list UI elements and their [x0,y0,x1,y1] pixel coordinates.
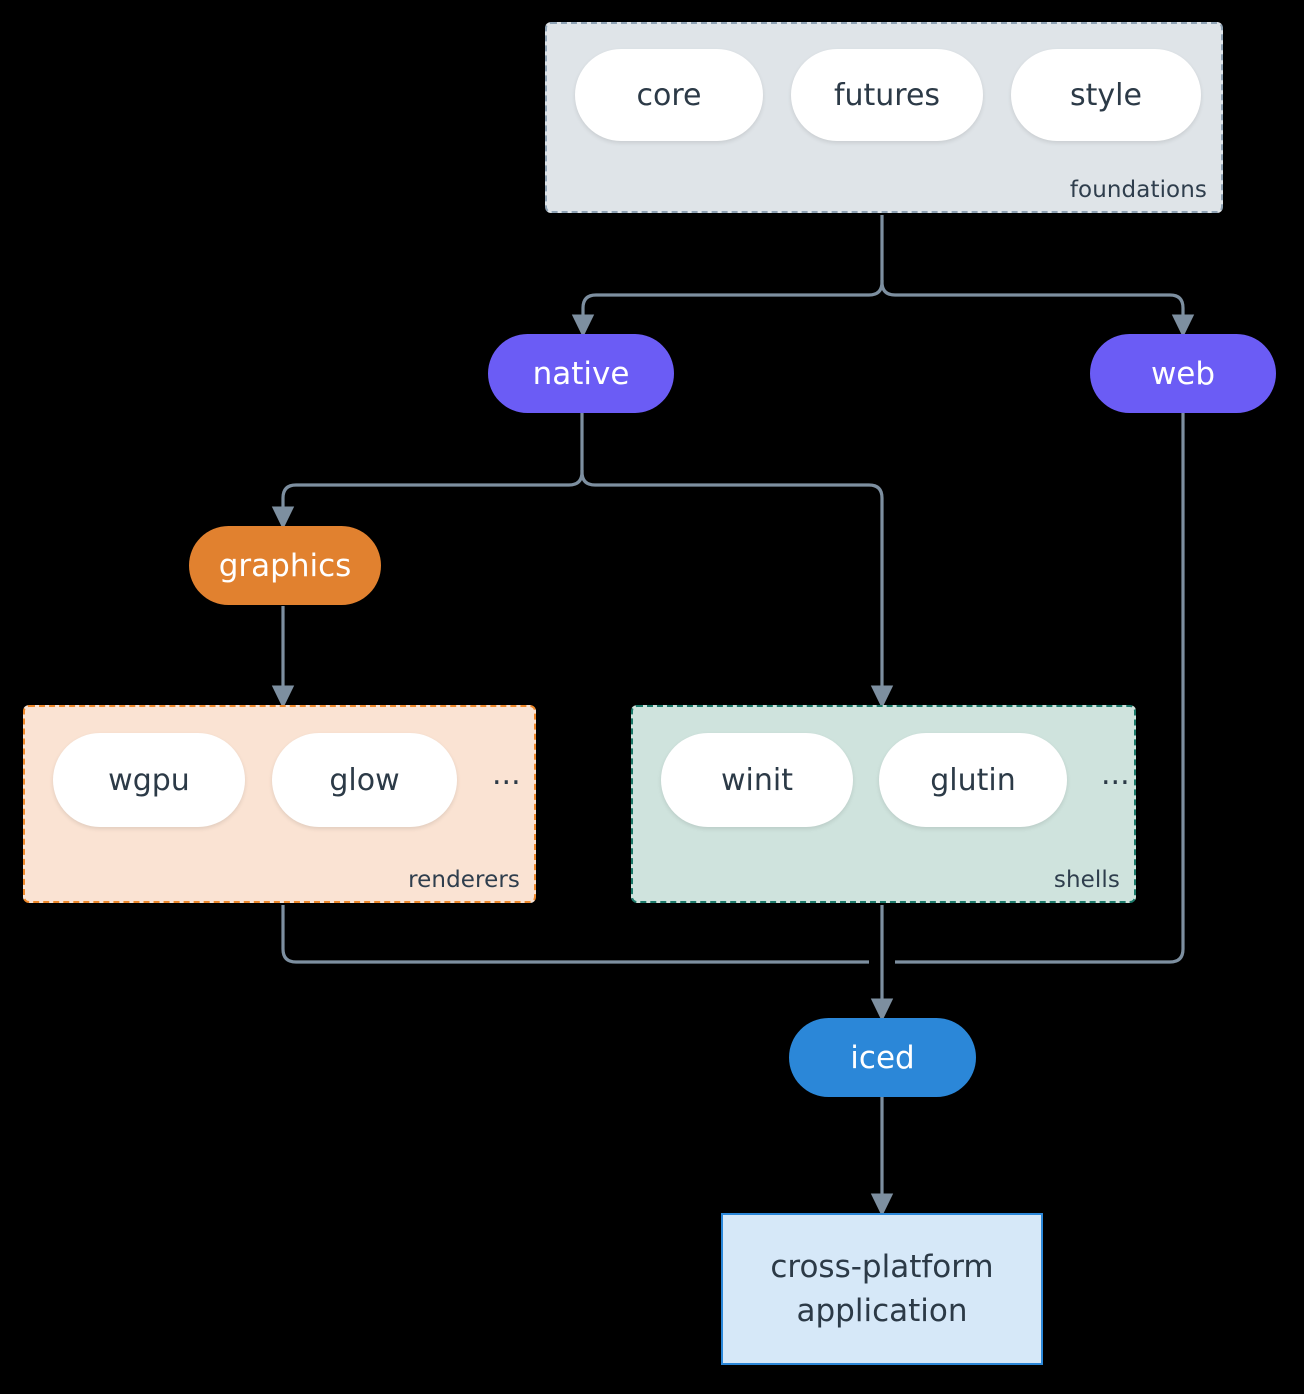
group-foundations: core futures style foundations [545,22,1223,213]
group-foundations-items: core futures style [575,49,1201,141]
group-shells: winit glutin ... shells [631,705,1136,903]
chip-core[interactable]: core [575,49,763,141]
edge-foundations-web [880,280,1195,338]
group-label-shells: shells [1053,867,1120,893]
chip-futures[interactable]: futures [791,49,983,141]
chip-wgpu[interactable]: wgpu [53,733,245,827]
edge-native-shells [580,470,894,709]
group-shells-items: winit glutin ... [661,733,1130,827]
group-renderers: wgpu glow ... renderers [23,705,536,903]
group-label-renderers: renderers [408,867,520,893]
edge-foundations-native [571,280,884,338]
node-graphics[interactable]: graphics [189,526,381,605]
chip-glow[interactable]: glow [272,733,457,827]
renderers-more-ellipsis: ... [492,757,521,792]
terminal-line-2: application [796,1293,968,1329]
node-iced[interactable]: iced [789,1018,976,1097]
chip-winit[interactable]: winit [661,733,853,827]
shells-more-ellipsis: ... [1101,757,1130,792]
node-native[interactable]: native [488,334,674,413]
edge-native-graphics [271,470,584,530]
chip-style[interactable]: style [1011,49,1201,141]
node-cross-platform-application[interactable]: cross-platform application [721,1213,1043,1365]
terminal-line-1: cross-platform [770,1248,994,1285]
group-label-foundations: foundations [1069,177,1207,203]
group-renderers-items: wgpu glow ... [53,733,521,827]
edge-renderers-iced [281,905,869,964]
node-web[interactable]: web [1090,334,1276,413]
chip-glutin[interactable]: glutin [879,733,1067,827]
